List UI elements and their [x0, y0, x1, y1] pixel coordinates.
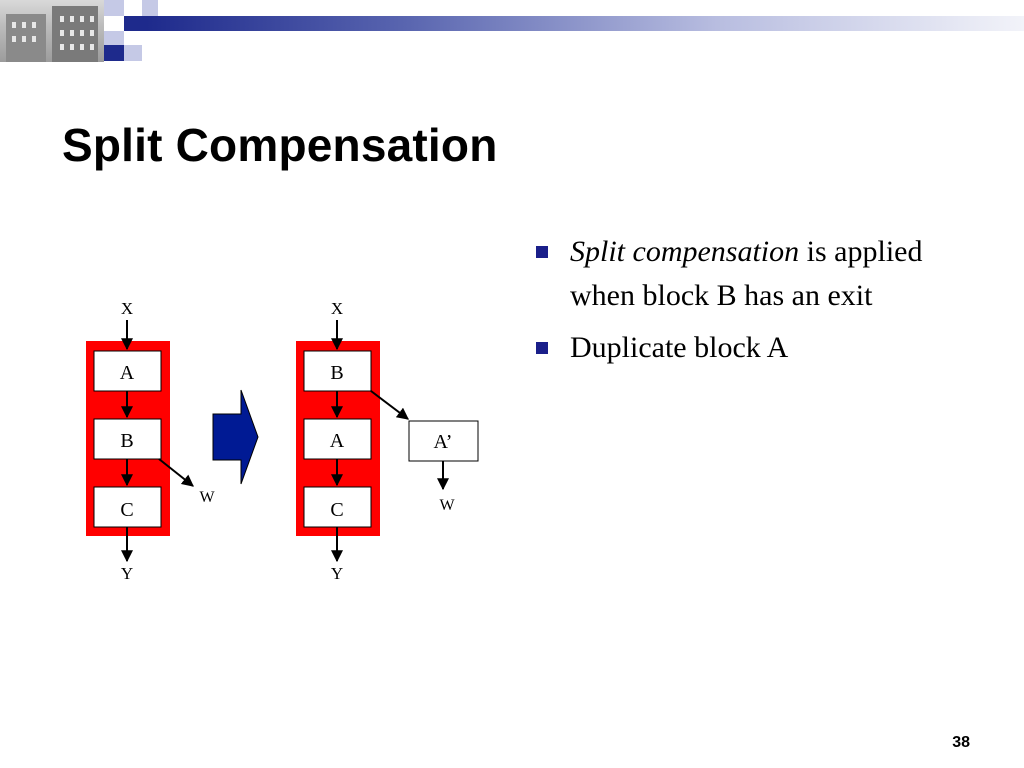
header-square	[124, 16, 146, 31]
block-b-label: B	[330, 362, 343, 384]
bullet-text: is applied when block B has an exit	[570, 235, 923, 312]
bullet-emphasis: Split compensation	[570, 235, 800, 268]
block-c-label: C	[330, 499, 343, 521]
header-square	[124, 0, 142, 16]
duplicate-block-label: A’	[434, 431, 453, 453]
block-a	[93, 350, 162, 392]
block-b	[303, 350, 372, 392]
bullet-text: Duplicate block A	[570, 331, 789, 364]
bullet-item: Split compensation is applied when block…	[532, 230, 972, 318]
header-square	[124, 31, 142, 45]
header-square	[104, 16, 124, 31]
block-a-label: A	[120, 362, 135, 384]
block-c	[93, 486, 162, 528]
side-exit-label: W	[439, 497, 455, 514]
square-bullet-icon	[536, 342, 548, 354]
entry-label: X	[121, 299, 133, 318]
block-c	[303, 486, 372, 528]
entry-label: X	[331, 299, 343, 318]
original-flow: X A B C W Y	[86, 299, 215, 583]
block-a	[303, 418, 372, 460]
square-bullet-icon	[536, 246, 548, 258]
page-number: 38	[952, 734, 970, 751]
block-c-label: C	[120, 499, 133, 521]
transform-arrow-icon	[212, 389, 259, 485]
header-photo	[0, 0, 104, 62]
header-square	[142, 0, 158, 16]
header-square	[104, 0, 124, 16]
slide-title: Split Compensation	[62, 119, 498, 171]
header-square	[104, 31, 124, 45]
bottom-exit-label: Y	[121, 564, 133, 583]
header-square	[124, 45, 142, 61]
bottom-exit-label: Y	[331, 564, 343, 583]
block-b	[93, 418, 162, 460]
bullet-item: Duplicate block A	[532, 326, 972, 370]
header-bar	[146, 16, 1024, 31]
header-square	[104, 45, 124, 61]
duplicate-block-a	[408, 420, 479, 462]
bullet-list: Split compensation is applied when block…	[532, 230, 972, 378]
exit-arrow	[158, 458, 194, 487]
side-exit-label: W	[199, 489, 215, 506]
compensated-flow: X B A C Y A’ W	[296, 299, 479, 583]
block-b-label: B	[120, 430, 133, 452]
block-a-label: A	[330, 430, 345, 452]
exit-arrow	[370, 390, 409, 420]
